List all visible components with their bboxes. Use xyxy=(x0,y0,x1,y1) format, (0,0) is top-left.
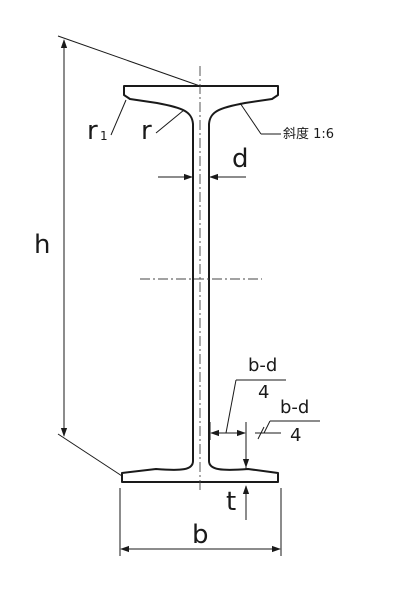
toe-radius-label: r xyxy=(87,116,98,146)
height-label: h xyxy=(34,230,50,260)
flange-thickness-label: t xyxy=(226,487,236,517)
quarter-denominator-2: 4 xyxy=(290,425,301,446)
quarter-leader-1 xyxy=(225,379,237,434)
h-extension-bottom xyxy=(57,433,123,477)
web-thickness-label: d xyxy=(232,144,249,174)
quarter-numerator-1: b-d xyxy=(248,355,277,376)
root-radius-label: r xyxy=(141,116,152,146)
quarter-leader-2 xyxy=(263,420,271,434)
r-leader xyxy=(155,109,185,134)
beam-outline xyxy=(121,85,279,483)
flange-width-label: b xyxy=(192,520,209,550)
quarter-tick-right xyxy=(257,426,265,440)
quarter-denominator-1: 4 xyxy=(258,382,269,403)
quarter-numerator-2: b-d xyxy=(280,397,309,418)
r1-leader xyxy=(110,99,127,136)
slope-leader xyxy=(239,102,262,135)
slope-label: 斜度 1:6 xyxy=(283,126,334,142)
toe-radius-subscript: 1 xyxy=(100,129,108,143)
h-extension-top xyxy=(57,35,201,87)
